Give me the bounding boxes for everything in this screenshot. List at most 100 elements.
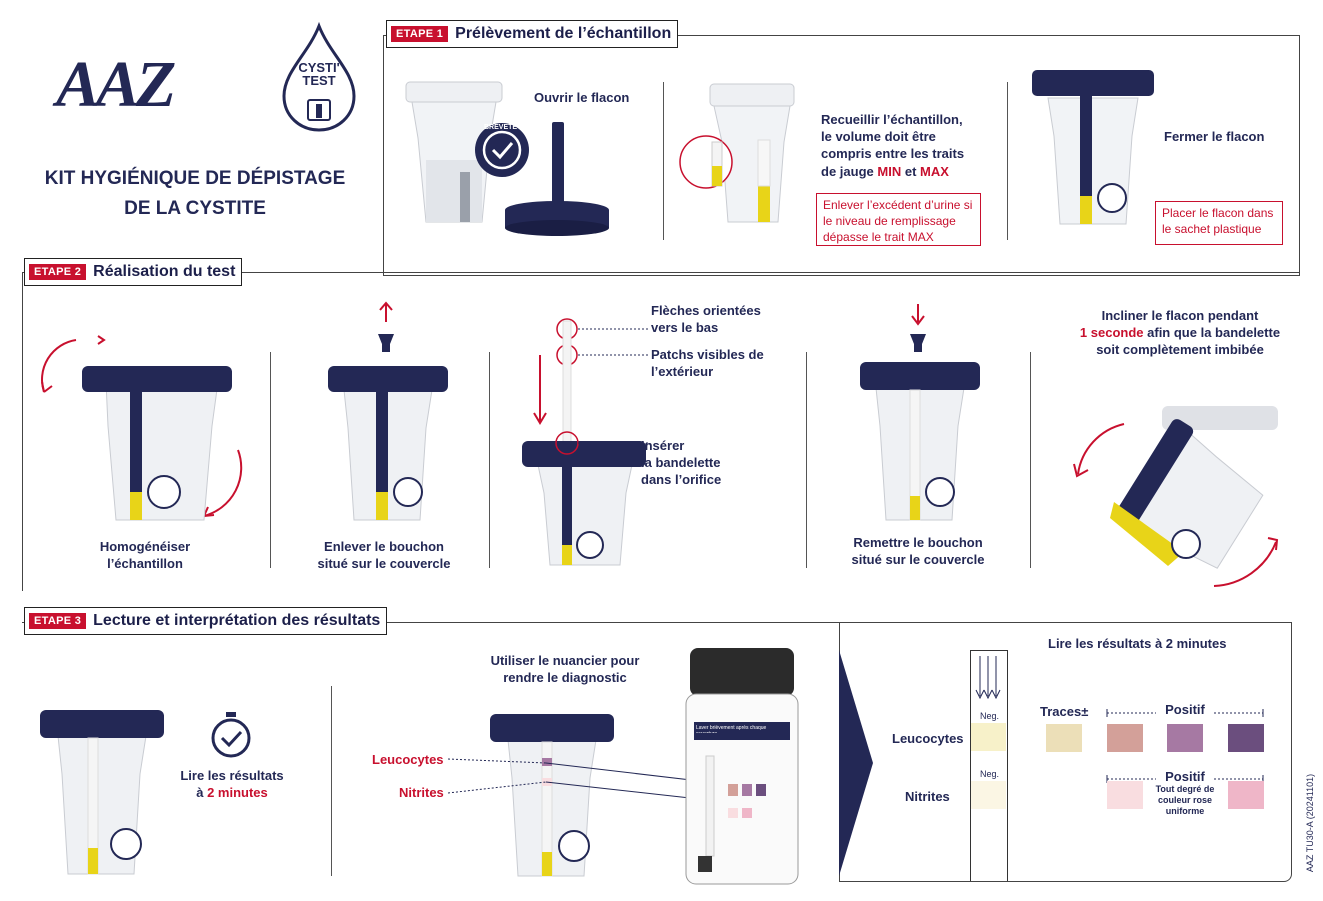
- step1-collect-line4: de jauge MIN et MAX: [821, 163, 949, 180]
- homogenize-line2: l’échantillon: [107, 556, 183, 571]
- brand-logo: AAZ: [56, 48, 176, 121]
- results-arrow-icon: [839, 650, 873, 876]
- read-2min-title: Lire les résultats à 2 minutes: [1048, 636, 1227, 651]
- gauge-text: de jauge: [821, 164, 874, 179]
- swatch-nitri-pos1: [1107, 781, 1143, 809]
- kit-title-line1: KIT HYGIÉNIQUE DE DÉPISTAGE: [44, 168, 346, 189]
- step3-separator-1: [331, 686, 332, 876]
- remove-cap-line2: situé sur le couvercle: [317, 556, 451, 571]
- step1-title: Prélèvement de l’échantillon: [455, 25, 672, 42]
- tilt-line1: Incliner le flacon pendant: [1101, 308, 1259, 323]
- read-line1: Lire les résultats: [180, 768, 284, 783]
- homogenize-line1: Homogénéiser: [99, 539, 191, 554]
- brevete-label: BREVETÉ: [484, 124, 518, 131]
- closed-jar-illustration: [1032, 70, 1154, 225]
- step1-collect-line3: compris entre les traits: [821, 146, 965, 161]
- patches-line2: l’extérieur: [651, 364, 714, 379]
- compare-lines: [447, 758, 709, 801]
- step2-frame: [22, 272, 1299, 591]
- step3-tag: ETAPE 3: [29, 613, 87, 629]
- compare-leucocytes-label: Leucocytes: [372, 752, 444, 767]
- strip-arrows-icon: [975, 656, 1001, 700]
- tilt-rest-text: afin que la bandelette: [1147, 325, 1281, 340]
- positif-bracket-1: [1106, 709, 1264, 717]
- step1-header: ETAPE 1 Prélèvement de l’échantillon: [386, 20, 679, 48]
- positif-label-2: Positif: [1165, 769, 1205, 784]
- kit-title-line2: DE LA CYSTITE: [124, 198, 266, 219]
- traces-label: Traces±: [1040, 704, 1088, 719]
- max-text: MAX: [920, 164, 949, 179]
- step1-open-text: Ouvrir le flacon: [534, 90, 630, 105]
- open-jar-illustration: [405, 81, 503, 223]
- tilt-red-text: 1 seconde: [1079, 325, 1144, 340]
- test-strip-jar-illustration: [685, 648, 799, 885]
- strip-neg-label-1: Neg.: [980, 711, 1000, 721]
- reference-code: AAZ TU30-A (20241101): [1305, 773, 1315, 873]
- homogenize-jar-illustration: [41, 335, 243, 521]
- compare-jar-illustration: [490, 714, 614, 877]
- replace-cap-line1: Remettre le bouchon: [853, 535, 983, 550]
- step1-bag-box: Placer le flacon dans le sachet plastiqu…: [1155, 201, 1283, 245]
- remove-cap-line1: Enlever le bouchon: [324, 539, 444, 554]
- swatch-leuco-pos2: [1167, 724, 1203, 752]
- collect-jar-illustration: [679, 83, 795, 223]
- brevete-badge-icon: [475, 123, 529, 177]
- read-red: 2 minutes: [207, 785, 268, 800]
- jar-label-small: Laver brièvement après chaque ouverture: [696, 725, 767, 733]
- read-line2: à 2 minutes: [164, 784, 300, 801]
- min-text: MIN: [877, 164, 902, 179]
- read-prefix: à: [196, 785, 204, 800]
- step1-separator-2: [1007, 82, 1008, 240]
- read-jar-illustration: [40, 710, 164, 875]
- timer-icon: [211, 712, 251, 758]
- rose-note-line1: Tout degré de: [1155, 784, 1215, 794]
- replace-cap-line2: situé sur le couvercle: [851, 552, 985, 567]
- and-text: et: [904, 164, 917, 179]
- replace-cap-illustration: [860, 304, 980, 521]
- step3-results-frame: [839, 622, 1292, 882]
- step2-separator-3: [806, 352, 807, 568]
- strip-nitri-pad: [971, 781, 1006, 809]
- step1-collect-line2: le volume doit être: [821, 129, 936, 144]
- insert-line3: dans l’orifice: [641, 472, 722, 487]
- results-nitrites-label: Nitrites: [905, 789, 950, 804]
- patches-line1: Patchs visibles de: [651, 347, 764, 362]
- lid-with-stick-illustration: [505, 122, 609, 236]
- strip-leuco-pad: [971, 723, 1006, 751]
- tilt-line2: 1 seconde afin que la bandelette: [1060, 324, 1300, 341]
- step1-close-text: Fermer le flacon: [1164, 129, 1265, 144]
- swatch-leuco-pos1: [1107, 724, 1143, 752]
- swatch-traces: [1046, 724, 1082, 752]
- strip-neg-label-2: Neg.: [980, 769, 1000, 779]
- step2-title: Réalisation du test: [93, 263, 236, 280]
- swatch-leuco-pos3: [1228, 724, 1264, 752]
- insert-strip-illustration: [522, 318, 648, 566]
- step3-header: ETAPE 3 Lecture et interprétation des ré…: [24, 607, 388, 635]
- product-logo-text-1: CYSTI': [298, 60, 340, 75]
- rose-note-line2: couleur rose: [1157, 795, 1213, 805]
- chart-line1: Utiliser le nuancier pour: [490, 653, 640, 668]
- step1-separator-1: [663, 82, 664, 240]
- insert-line2: la bandelette: [641, 455, 721, 470]
- step2-header: ETAPE 2 Réalisation du test: [24, 258, 243, 286]
- step1-frame: [383, 35, 1300, 276]
- remove-cap-illustration: [328, 301, 448, 521]
- product-logo-text-2: TEST: [302, 73, 336, 88]
- swatch-nitri-pos2: [1228, 781, 1264, 809]
- step3-frame: [22, 622, 1290, 881]
- tilt-jar-illustration: [1073, 406, 1279, 587]
- arrows-down-line2: vers le bas: [651, 320, 719, 335]
- step2-separator-1: [270, 352, 271, 568]
- step3-title: Lecture et interprétation des résultats: [93, 612, 381, 629]
- cystitest-drop-logo: [282, 21, 356, 132]
- step2-tag: ETAPE 2: [29, 264, 87, 280]
- arrows-down-line1: Flèches orientées: [651, 303, 761, 318]
- reference-strip: [970, 650, 1008, 881]
- step1-collect-line1: Recueillir l’échantillon,: [821, 112, 963, 127]
- positif-label-1: Positif: [1165, 702, 1205, 717]
- insert-line1: Insérer: [641, 438, 685, 453]
- step2-separator-4: [1030, 352, 1031, 568]
- results-leucocytes-label: Leucocytes: [892, 731, 964, 746]
- step1-tag: ETAPE 1: [391, 26, 449, 42]
- tilt-line3: soit complètement imbibée: [1096, 342, 1264, 357]
